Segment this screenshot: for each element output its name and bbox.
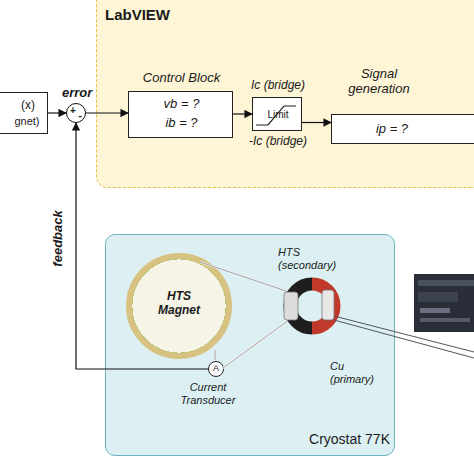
iron-core-left: [290, 284, 312, 328]
power-supply-panel: [418, 280, 474, 286]
node-text: gnet): [7, 115, 47, 128]
power-supply-panel: [418, 292, 458, 302]
copper-wire: [334, 320, 474, 358]
node-text: A: [209, 363, 223, 373]
signal-arrow: [76, 123, 208, 369]
node-text: Current Transducer: [171, 381, 245, 406]
node-text: (x): [9, 99, 47, 113]
secondary-winding: [284, 292, 298, 320]
reference-box: (x) gnet): [0, 92, 48, 134]
saturation-curve: [256, 106, 296, 125]
node-text: HTS Magnet: [149, 290, 209, 318]
signal-arrow: [86, 112, 128, 113]
hts-wire: [215, 320, 289, 368]
node-text: -: [76, 109, 84, 122]
signal-generation-block: Signal generationip = ?: [331, 114, 474, 144]
labview-region: LabVIEW Control Block vb = ? ib = ? Ic (brid…: [96, 0, 474, 188]
signal-arrow: [48, 112, 66, 113]
node-text: Signal generation: [338, 67, 420, 97]
hts-magnet: HTS Magnet: [126, 253, 232, 359]
edge-label: feedback: [51, 208, 66, 268]
node-text: Limit: [253, 109, 303, 121]
node-text: LabVIEW: [105, 6, 195, 23]
limit-block: Ic (bridge)Limit-Ic (bridge): [252, 97, 302, 131]
signal-arrow: [233, 113, 252, 114]
node-text: Ic (bridge): [241, 79, 315, 93]
hts-wire-edge: [200, 262, 289, 292]
primary-winding: [322, 290, 334, 320]
power-supply: [414, 274, 474, 332]
power-supply-panel: [420, 308, 450, 313]
node-text: ip = ?: [362, 122, 422, 137]
node-text: ib = ?: [129, 116, 234, 131]
cryostat-region: Cryostat 77KHTS MagnetACurrent Transduce…: [105, 234, 395, 456]
power-supply-panel: [420, 318, 470, 322]
signal-arrow: [302, 122, 331, 123]
node-text: Control Block: [125, 71, 238, 86]
iron-core-right: [312, 284, 334, 328]
current-transducer: ACurrent Transducer: [208, 361, 224, 377]
control-block: Control Blockvb = ?ib = ?: [128, 91, 233, 138]
hts-wire: [200, 262, 289, 292]
node-text: vb = ?: [129, 97, 234, 112]
node-text: Cryostat 77K: [278, 431, 390, 447]
node-text: -Ic (bridge): [239, 135, 317, 149]
node-text: +: [69, 105, 77, 117]
hts-wire-edge: [215, 320, 289, 368]
summing-junction: +-: [66, 103, 86, 123]
copper-wire: [334, 316, 474, 352]
